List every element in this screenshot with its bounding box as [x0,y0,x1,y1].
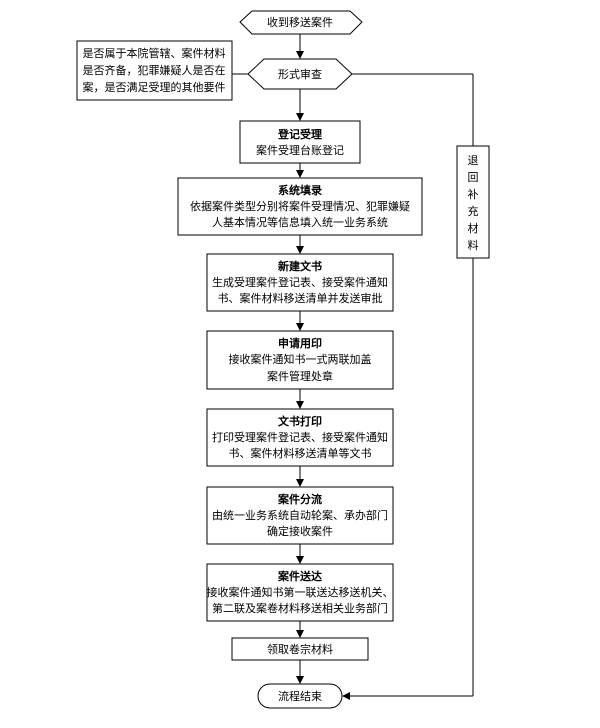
step-title-seal: 申请用印 [278,336,322,350]
review-note-box [76,40,233,101]
start-label: 收到移送案件 [267,15,333,29]
return-char-6: 料 [468,238,479,252]
step-line-deliver-2: 第二联及案卷材料移送相关业务部门 [212,601,388,615]
step-line-dispatch-1: 由统一业务系统自动轮案、承办部门 [212,508,388,522]
end-label: 流程结束 [278,689,322,703]
step-title-system-entry: 系统填录 [278,183,322,197]
return-char-1: 退 [468,154,479,167]
step-line-new-doc-2: 书、案件材料移送清单并发送审批 [218,291,383,305]
return-char-2: 回 [468,171,479,184]
step-title-new-doc: 新建文书 [278,259,322,273]
step-title-register: 登记受理 [277,127,322,141]
step-line-seal-2: 案件管理处章 [267,369,333,383]
step-title-dispatch: 案件分流 [277,492,322,506]
step-title-print: 文书打印 [278,414,322,428]
review-note-line3: 案，是否满足受理的其他要件 [83,80,226,94]
return-char-3: 补 [468,188,479,201]
start-shape [239,10,363,35]
receive-label: 领取卷宗材料 [267,642,333,656]
step-line-system-entry-2: 人基本情况等信息填入统一业务系统 [212,215,388,229]
step-line-register-1: 案件受理台账登记 [256,143,344,157]
review-label: 形式审查 [278,67,322,81]
return-char-5: 材 [468,221,479,235]
review-note-line2: 是否齐备，犯罪嫌疑人是否在 [83,63,226,77]
step-line-system-entry-1: 依据案件类型分别将案件受理情况、犯罪嫌疑 [190,199,410,213]
step-line-deliver-1: 接收案件通知书第一联送达移送机关、 [207,585,394,599]
step-line-print-1: 打印受理案件登记表、接受案件通知 [212,430,388,444]
step-line-new-doc-1: 生成受理案件登记表、接受案件通知 [212,275,388,289]
step-line-dispatch-2: 确定接收案件 [267,524,333,538]
step-line-seal-1: 接收案件通知书一式两联加盖 [229,352,372,366]
step-title-deliver: 案件送达 [277,569,322,583]
step-line-print-2: 书、案件材料移送清单等文书 [229,446,372,460]
review-note-line1: 是否属于本院管辖、案件材料 [83,46,226,60]
return-char-4: 充 [468,204,479,218]
